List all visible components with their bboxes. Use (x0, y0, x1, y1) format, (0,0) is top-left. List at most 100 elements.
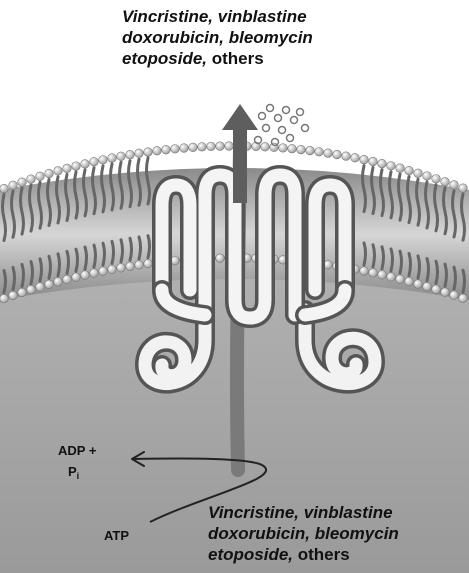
lipid-tail (13, 267, 15, 289)
lipid-head (45, 280, 54, 289)
lipid-head (315, 148, 324, 157)
lipid-head (279, 144, 288, 153)
molecule-ring (302, 125, 309, 132)
adp-label: ADP + (58, 442, 96, 459)
lipid-head (63, 164, 72, 173)
lipid-head (36, 283, 45, 292)
extracellular-drug-label: Vincristine, vinblastine doxorubicin, bl… (122, 6, 313, 69)
lipid-tail (454, 267, 456, 289)
molecule-ring (287, 135, 294, 142)
lipid-head (0, 184, 8, 193)
lipid-tail (58, 254, 60, 276)
lipid-head (54, 277, 63, 286)
lipid-tail (148, 236, 150, 258)
molecule-ring (275, 115, 282, 122)
lipid-head (0, 294, 8, 303)
lipid-tail (400, 251, 402, 273)
lipid-head (36, 172, 45, 181)
lipid-tail (373, 245, 375, 267)
lipid-head (90, 157, 99, 166)
lipid-head (27, 175, 36, 184)
lipid-head (198, 143, 207, 152)
lipid-head (306, 146, 315, 155)
lipid-head (387, 273, 396, 282)
expelled-drug-molecules (255, 105, 309, 146)
lipid-tail (49, 256, 51, 278)
lipid-head (387, 162, 396, 171)
lipid-head (396, 275, 405, 284)
lipid-head (432, 285, 441, 294)
lipid-tail (463, 270, 465, 292)
lipid-head (72, 162, 81, 171)
lipid-head (144, 148, 153, 157)
lipid-head (378, 159, 387, 168)
lipid-head (153, 146, 162, 155)
lipid-tail (94, 245, 96, 267)
molecule-ring (259, 113, 266, 120)
drug-line-3: etoposide, others (208, 544, 399, 565)
drug-line-1: Vincristine, vinblastine (208, 502, 399, 523)
drug-line-2: doxorubicin, bleomycin (208, 523, 399, 544)
lipid-head (360, 267, 369, 276)
lipid-head (405, 166, 414, 175)
lipid-head (207, 142, 216, 151)
lipid-head (72, 273, 81, 282)
lipid-head (117, 152, 126, 161)
lipid-head (63, 275, 72, 284)
lipid-tail (427, 259, 429, 281)
lipid-head (441, 177, 450, 186)
atp-label: ATP (104, 527, 129, 544)
lipid-head (9, 291, 18, 300)
lipid-head (351, 153, 360, 162)
lipid-tail (121, 240, 123, 262)
lipid-tail (112, 241, 114, 263)
lipid-tail (409, 253, 411, 275)
lipid-head (81, 160, 90, 169)
lipid-head (441, 288, 450, 297)
lipid-head (135, 261, 144, 270)
lipid-tail (85, 247, 87, 269)
lipid-head (90, 269, 99, 278)
lipid-head (180, 144, 189, 153)
lipid-head (27, 285, 36, 294)
lipid-head (261, 142, 270, 151)
lipid-head (108, 265, 117, 274)
lipid-head (423, 282, 432, 291)
lipid-head (99, 267, 108, 276)
drug-line-1: Vincristine, vinblastine (122, 6, 313, 27)
lipid-head (432, 174, 441, 183)
lipid-tail (139, 237, 141, 259)
lipid-head (405, 277, 414, 286)
lipid-head (450, 291, 459, 300)
lipid-head (450, 181, 459, 190)
lipid-head (360, 155, 369, 164)
molecule-ring (263, 125, 270, 132)
lipid-tail (418, 256, 420, 278)
lipid-tail (67, 251, 69, 273)
lipid-head (171, 144, 180, 153)
lipid-tail (130, 238, 132, 260)
lipid-head (369, 157, 378, 166)
lipid-tail (76, 249, 78, 271)
lipid-tail (382, 247, 384, 269)
molecule-ring (279, 127, 286, 134)
lipid-head (459, 184, 468, 193)
lipid-head (18, 178, 27, 187)
lipid-head (333, 150, 342, 159)
lipid-tail (445, 264, 447, 286)
lipid-head (189, 143, 198, 152)
lipid-head (297, 145, 306, 154)
lipid-head (54, 167, 63, 176)
molecule-ring (283, 107, 290, 114)
lipid-head (81, 271, 90, 280)
lipid-tail (4, 271, 6, 293)
lipid-head (459, 294, 468, 303)
lipid-tail (22, 264, 24, 286)
lipid-head (369, 269, 378, 278)
molecule-ring (297, 109, 304, 116)
lipid-head (342, 152, 351, 161)
lipid-head (216, 142, 225, 151)
lipid-head (414, 169, 423, 178)
molecule-ring (291, 117, 298, 124)
